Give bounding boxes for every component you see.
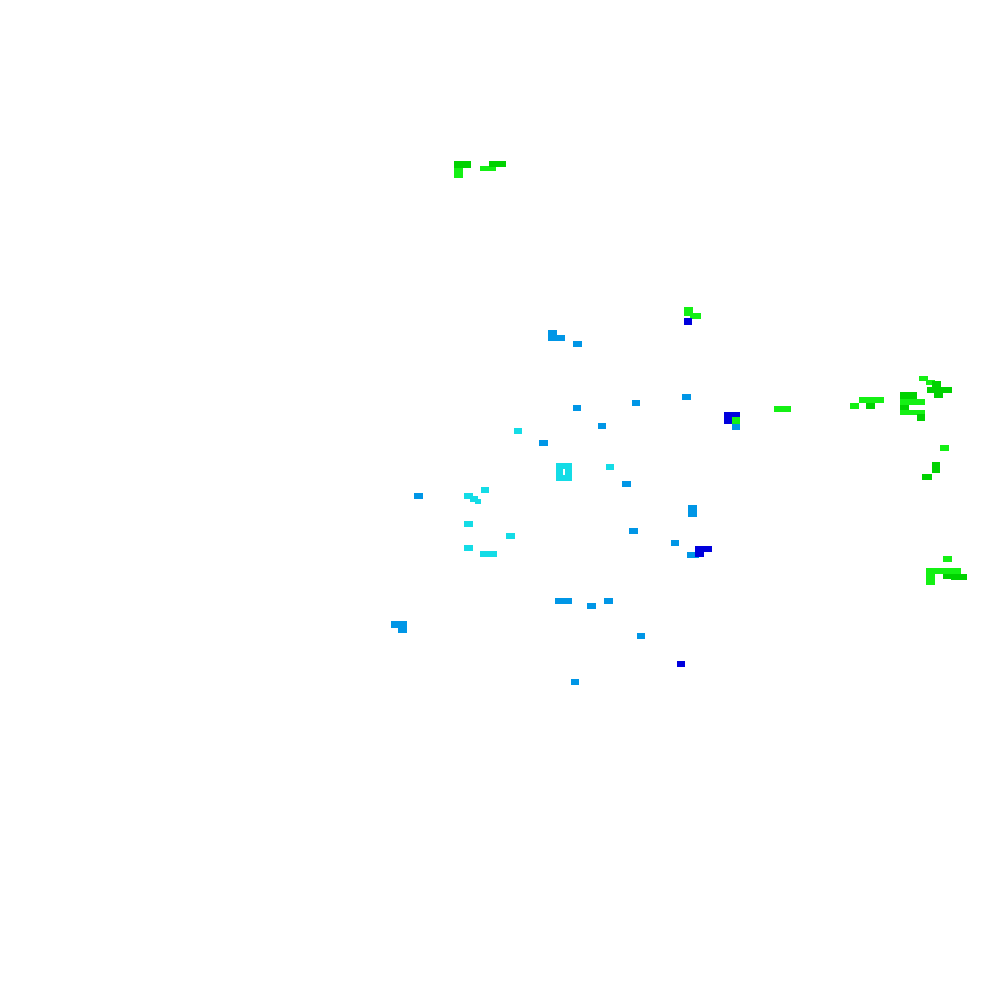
pixel-block <box>866 403 875 409</box>
pixel-block <box>682 394 691 400</box>
pixel-block <box>454 161 471 168</box>
pixel-block <box>573 405 581 411</box>
pixel-block <box>506 533 515 539</box>
pixel-block <box>632 400 640 406</box>
pixel-block <box>556 463 572 469</box>
pixel-block <box>464 545 473 551</box>
pixel-block <box>927 387 952 393</box>
pixel-block <box>926 568 961 574</box>
pixel-block <box>934 392 943 398</box>
pixel-block <box>671 540 679 546</box>
pixel-block <box>900 392 917 399</box>
pixel-block <box>548 335 565 341</box>
pixel-block <box>695 551 704 557</box>
pixel-block <box>943 556 952 562</box>
pixel-block <box>414 493 423 499</box>
pixel-block <box>571 679 579 685</box>
pixel-block <box>598 423 606 429</box>
pixel-block <box>688 505 697 517</box>
pixel-block <box>481 487 489 493</box>
pixel-block <box>951 574 967 580</box>
pixel-block <box>480 551 497 557</box>
pixel-block <box>922 474 932 480</box>
pixel-block <box>454 168 463 178</box>
pixel-block <box>900 410 925 415</box>
pixel-block <box>556 469 563 475</box>
pixel-block <box>932 381 941 390</box>
pixel-block <box>573 341 582 347</box>
pixel-block <box>622 481 631 487</box>
pixel-block <box>732 424 740 430</box>
pixel-block <box>480 166 496 171</box>
pixel-block <box>548 330 557 339</box>
pixel-block <box>391 621 407 628</box>
pixel-block <box>900 399 925 405</box>
pixel-block <box>687 552 699 558</box>
pixel-block <box>470 496 478 502</box>
pixel-block <box>606 464 614 470</box>
pixel-block <box>774 406 791 412</box>
pixel-block <box>677 661 685 667</box>
pixel-block <box>690 313 701 319</box>
pixel-block <box>604 598 613 604</box>
pixel-block <box>489 161 506 167</box>
pixel-block <box>556 475 572 481</box>
pixel-block <box>464 493 473 499</box>
pixel-block <box>919 376 928 381</box>
pixel-block <box>932 462 940 473</box>
pixel-block <box>926 574 935 585</box>
pixel-block <box>684 318 692 325</box>
pixel-block <box>940 445 949 451</box>
pixel-block <box>555 598 572 604</box>
pixel-block <box>917 414 925 421</box>
pixel-block <box>732 417 740 424</box>
pixel-block <box>629 528 638 534</box>
pixel-block <box>464 521 473 527</box>
pixel-block <box>850 403 859 409</box>
pixel-block <box>859 397 884 403</box>
pixel-block <box>398 627 407 633</box>
pixel-block <box>514 428 522 434</box>
pixel-block <box>684 307 693 316</box>
pixel-block <box>539 440 548 446</box>
pixel-block <box>565 469 572 475</box>
pixel-block <box>475 499 481 504</box>
pixel-block <box>900 405 909 411</box>
pixel-block <box>695 546 712 552</box>
pixel-block <box>926 380 935 385</box>
pixel-block <box>587 603 596 609</box>
pixel-block <box>637 633 645 639</box>
